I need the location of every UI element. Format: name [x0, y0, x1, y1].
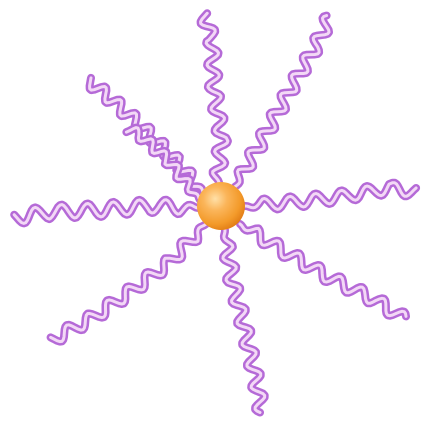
arm-bottom-inner [223, 230, 265, 413]
arm-bottom-outline [223, 230, 265, 413]
core-sphere-icon [197, 182, 245, 230]
